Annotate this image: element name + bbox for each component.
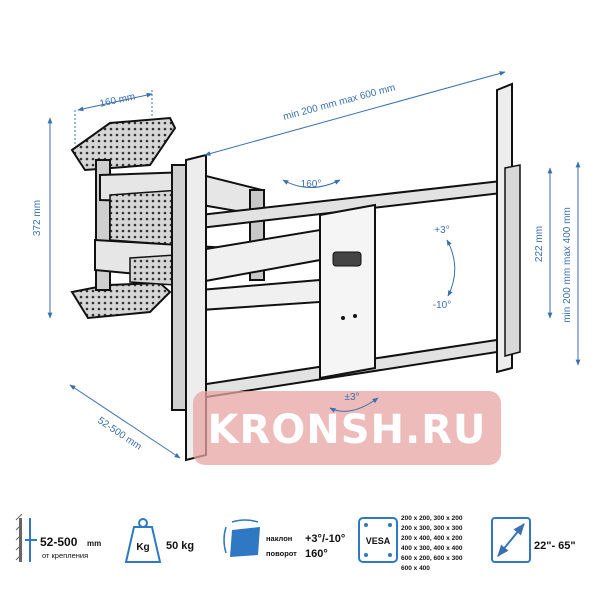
rotate-label: поворот (266, 549, 297, 558)
vesa-line-6: 600 x 400 (401, 565, 430, 572)
weight-unit: Kg (136, 542, 149, 553)
tilt-label: наклон (266, 534, 292, 543)
tv-bracket (185, 82, 521, 462)
dimension-lines (47, 71, 581, 459)
rotate-value: 160° (305, 548, 328, 560)
spec-bar: 52-500 mm от крепления Kg 50 kg наклон +… (15, 513, 576, 572)
vesa-line-4: 400 x 300, 400 x 400 (401, 545, 463, 552)
vesa-line-1: 200 x 200, 300 x 200 (401, 515, 463, 522)
depth-sub: от крепления (42, 551, 88, 560)
label-vertical-range: min 200 mm max 400 mm (562, 207, 573, 323)
load-value: 50 kg (166, 540, 194, 552)
weight-icon (124, 518, 162, 563)
vesa-line-3: 200 x 400, 400 x 200 (401, 535, 463, 542)
screen-size-icon (491, 517, 531, 563)
watermark: KRONSH.RU (193, 391, 501, 465)
tilt-value: +3°/-10° (305, 533, 345, 545)
vesa-line-2: 200 x 300, 300 x 300 (401, 525, 463, 532)
label-spacing-range: min 200 mm max 600 mm (282, 82, 397, 123)
vesa-icon (358, 517, 398, 563)
watermark-text: KRONSH.RU (207, 407, 486, 453)
label-tilt-up: +3° (434, 225, 449, 236)
vesa-label: VESA (366, 536, 391, 546)
screen-range: 22"- 65" (534, 540, 576, 552)
depth-value: 52-500 (40, 535, 78, 549)
depth-unit: mm (87, 539, 101, 548)
label-depth-top: 160 mm (99, 91, 137, 109)
label-rotation: 160° (301, 179, 322, 190)
label-plate-height: 222 mm (534, 226, 545, 262)
label-tilt-down: -10° (433, 300, 451, 311)
label-swivel: ±3° (344, 392, 359, 403)
label-extension: 52-500 mm (95, 415, 143, 452)
vesa-line-5: 600 x 200, 600 x 300 (401, 555, 463, 562)
wall-depth-icon (15, 513, 37, 562)
label-height-left: 372 mm (32, 200, 43, 236)
tilt-screen-icon (223, 519, 260, 557)
